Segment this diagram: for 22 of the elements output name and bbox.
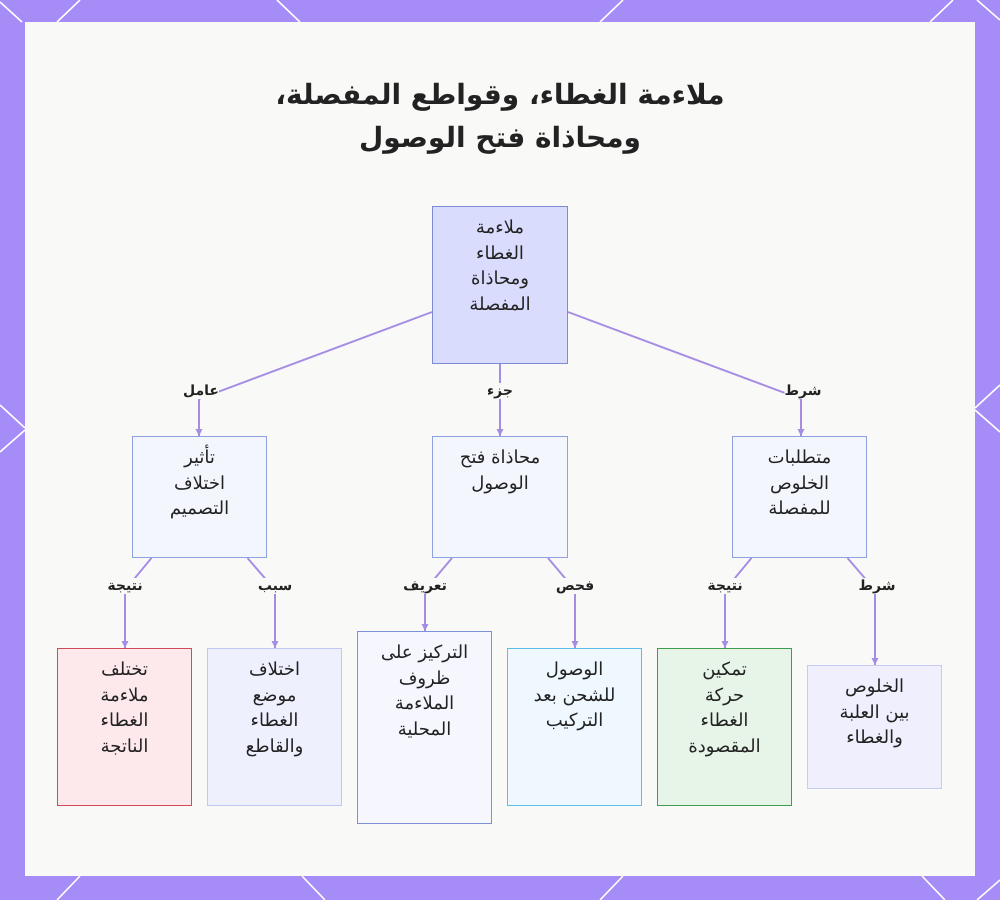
- child-box: التركيز على ظروف الملاءمة المحلية: [357, 631, 492, 824]
- edge-label: شرط: [784, 383, 822, 399]
- edge-label: جزء: [487, 383, 513, 399]
- child-box: الوصول للشحن بعد التركيب: [507, 648, 642, 806]
- edge-label: نتيجة: [107, 578, 143, 594]
- child-box: متطلبات الخلوص للمفصلة: [732, 436, 867, 558]
- root-box: ملاءمة الغطاء ومحاذاة المفصلة: [432, 206, 568, 364]
- connector: [568, 311, 805, 436]
- title: ملاءمة الغطاء، وقواطع المفصلة، ومحاذاة فتح الوصول: [274, 77, 726, 156]
- edge-label: فحص: [556, 578, 594, 594]
- child-box: اختلاف موضع الغطاء والقاطع: [207, 648, 342, 806]
- edge-label: عامل: [183, 383, 219, 399]
- edge-label: نتيجة: [707, 578, 743, 594]
- edge-label: سبب: [258, 578, 292, 594]
- child-box: الخلوص بين العلبة والغطاء: [807, 665, 942, 789]
- child-box: تختلف ملاءمة الغطاء الناتجة: [57, 648, 192, 806]
- child-box: محاذاة فتح الوصول: [432, 436, 568, 558]
- connector: [195, 311, 432, 436]
- edge-label: شرط: [858, 578, 896, 594]
- child-box: تأثير اختلاف التصميم: [132, 436, 267, 558]
- child-box: تمكين حركة الغطاء المقصودة: [657, 648, 792, 806]
- edge-label: تعريف: [403, 578, 447, 594]
